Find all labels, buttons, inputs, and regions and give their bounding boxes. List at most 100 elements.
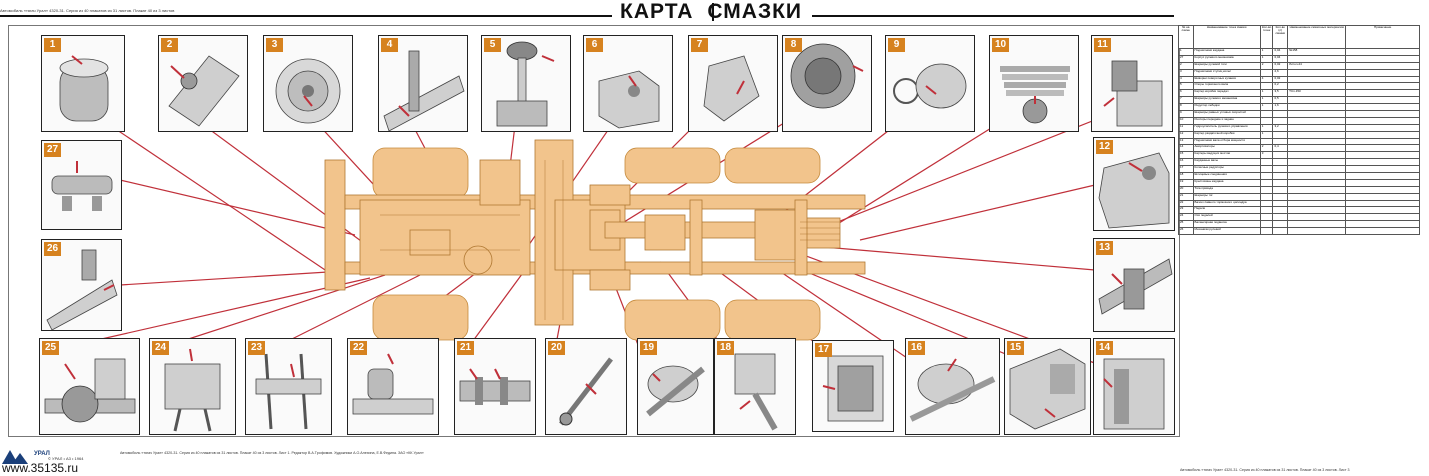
panel-5[interactable]: 5 [481,35,571,132]
panel-24[interactable]: 24 [149,338,236,435]
title-rule-left [0,15,612,17]
panel-21[interactable]: 21 [454,338,536,435]
table-cell [1345,213,1420,222]
table-cell: 6 [1178,89,1194,98]
panel-20[interactable]: 20 [545,338,627,435]
table-cell: 1,6 [1272,103,1289,112]
panel-illustration [559,357,613,426]
table-cell: 4 [1178,75,1194,84]
table-cell: 3 [1178,68,1194,77]
table-cell: 20 [1178,185,1194,194]
table-cell: Картеры ведущих мостов [1192,151,1261,160]
table-cell [1287,185,1347,194]
table-header-row: № на схеме Наименование точек смазки Кол… [1178,25,1420,49]
table-cell: Колесные редукторы [1192,165,1261,174]
panel-number: 14 [1096,341,1113,355]
table-cell [1345,123,1420,132]
table-cell [1287,68,1347,77]
panel-27[interactable]: 27 [41,140,122,230]
panel-23[interactable]: 23 [245,338,332,435]
table-cell [1272,199,1289,208]
table-cell [1345,192,1420,201]
table-cell: 21 [1178,192,1194,201]
panel-16[interactable]: 16 [905,338,1000,435]
panel-25[interactable]: 25 [39,338,140,435]
website-link[interactable]: www.35135.ru [2,461,79,475]
panel-11[interactable]: 11 [1091,35,1173,132]
table-cell [1287,123,1347,132]
table-cell: Педали [1192,206,1261,215]
panel-14[interactable]: 14 [1093,338,1175,435]
table-cell: 18 [1178,172,1194,180]
panel-8[interactable]: 8 [782,35,872,132]
table-cell [1287,206,1347,215]
col-header: Примечание [1345,25,1420,49]
panel-22[interactable]: 22 [347,338,439,435]
panel-number: 21 [457,341,474,355]
panel-13[interactable]: 13 [1093,238,1175,332]
table-cell [1287,103,1347,112]
table-cell: Подшипники вала отбора мощности [1192,137,1261,146]
logo-caption: © УРАЛ • А3 • 1964 [48,456,84,461]
table-cell: 13 [1178,137,1194,146]
panel-illustration [1098,152,1170,229]
panel-12[interactable]: 12 [1093,137,1175,231]
table-cell: 15 [1178,151,1194,160]
table-cell: 3 [1259,151,1274,160]
table-cell: 1 [1259,96,1274,105]
ural-logo-icon [2,450,28,464]
table-cell [1345,130,1420,139]
table-cell [1272,213,1289,222]
panel-15[interactable]: 15 [1004,338,1091,435]
table-cell [1272,151,1289,160]
table-cell [1259,158,1274,167]
panel-illustration [1103,60,1163,127]
table-cell: 25 [1178,220,1194,229]
panel-4[interactable]: 4 [378,35,468,132]
table-cell [1272,158,1289,167]
panel-9[interactable]: 9 [885,35,975,132]
panel-17[interactable]: 17 [812,340,894,432]
table-cell: 17 [1178,165,1194,174]
panel-number: 26 [44,242,61,256]
table-cell: Карданные валы [1192,158,1261,167]
panel-illustration [59,55,109,122]
table-cell [1345,96,1420,105]
panel-6[interactable]: 6 [583,35,673,132]
panel-illustration [822,355,884,422]
table-cell [1287,165,1347,174]
title-word-2: СМАЗКИ [707,0,803,23]
table-cell [1345,151,1420,160]
right-footnote: Автомобиль «тягач Урал» 4320-31. Серия и… [1180,468,1350,472]
table-cell [1287,158,1347,167]
panel-18[interactable]: 18 [714,338,796,435]
table-cell [1259,165,1274,174]
panel-illustration [790,43,864,109]
col-header: Кол-во (л) смазки [1272,25,1289,49]
panel-26[interactable]: 26 [41,239,122,331]
top-caption: Автомобиль «тягач Урал» 4320-31. Серия и… [0,8,175,13]
table-cell [1345,110,1420,118]
table-cell: 1 [1259,89,1274,98]
panel-7[interactable]: 7 [688,35,778,132]
panel-1[interactable]: 1 [41,35,125,132]
table-cell [1259,227,1274,236]
panel-3[interactable]: 3 [263,35,353,132]
panel-illustration [893,63,967,109]
panel-2[interactable]: 2 [158,35,248,132]
panel-19[interactable]: 19 [637,338,714,435]
table-cell [1287,199,1347,208]
panel-number: 10 [992,38,1009,52]
panel-10[interactable]: 10 [989,35,1079,132]
